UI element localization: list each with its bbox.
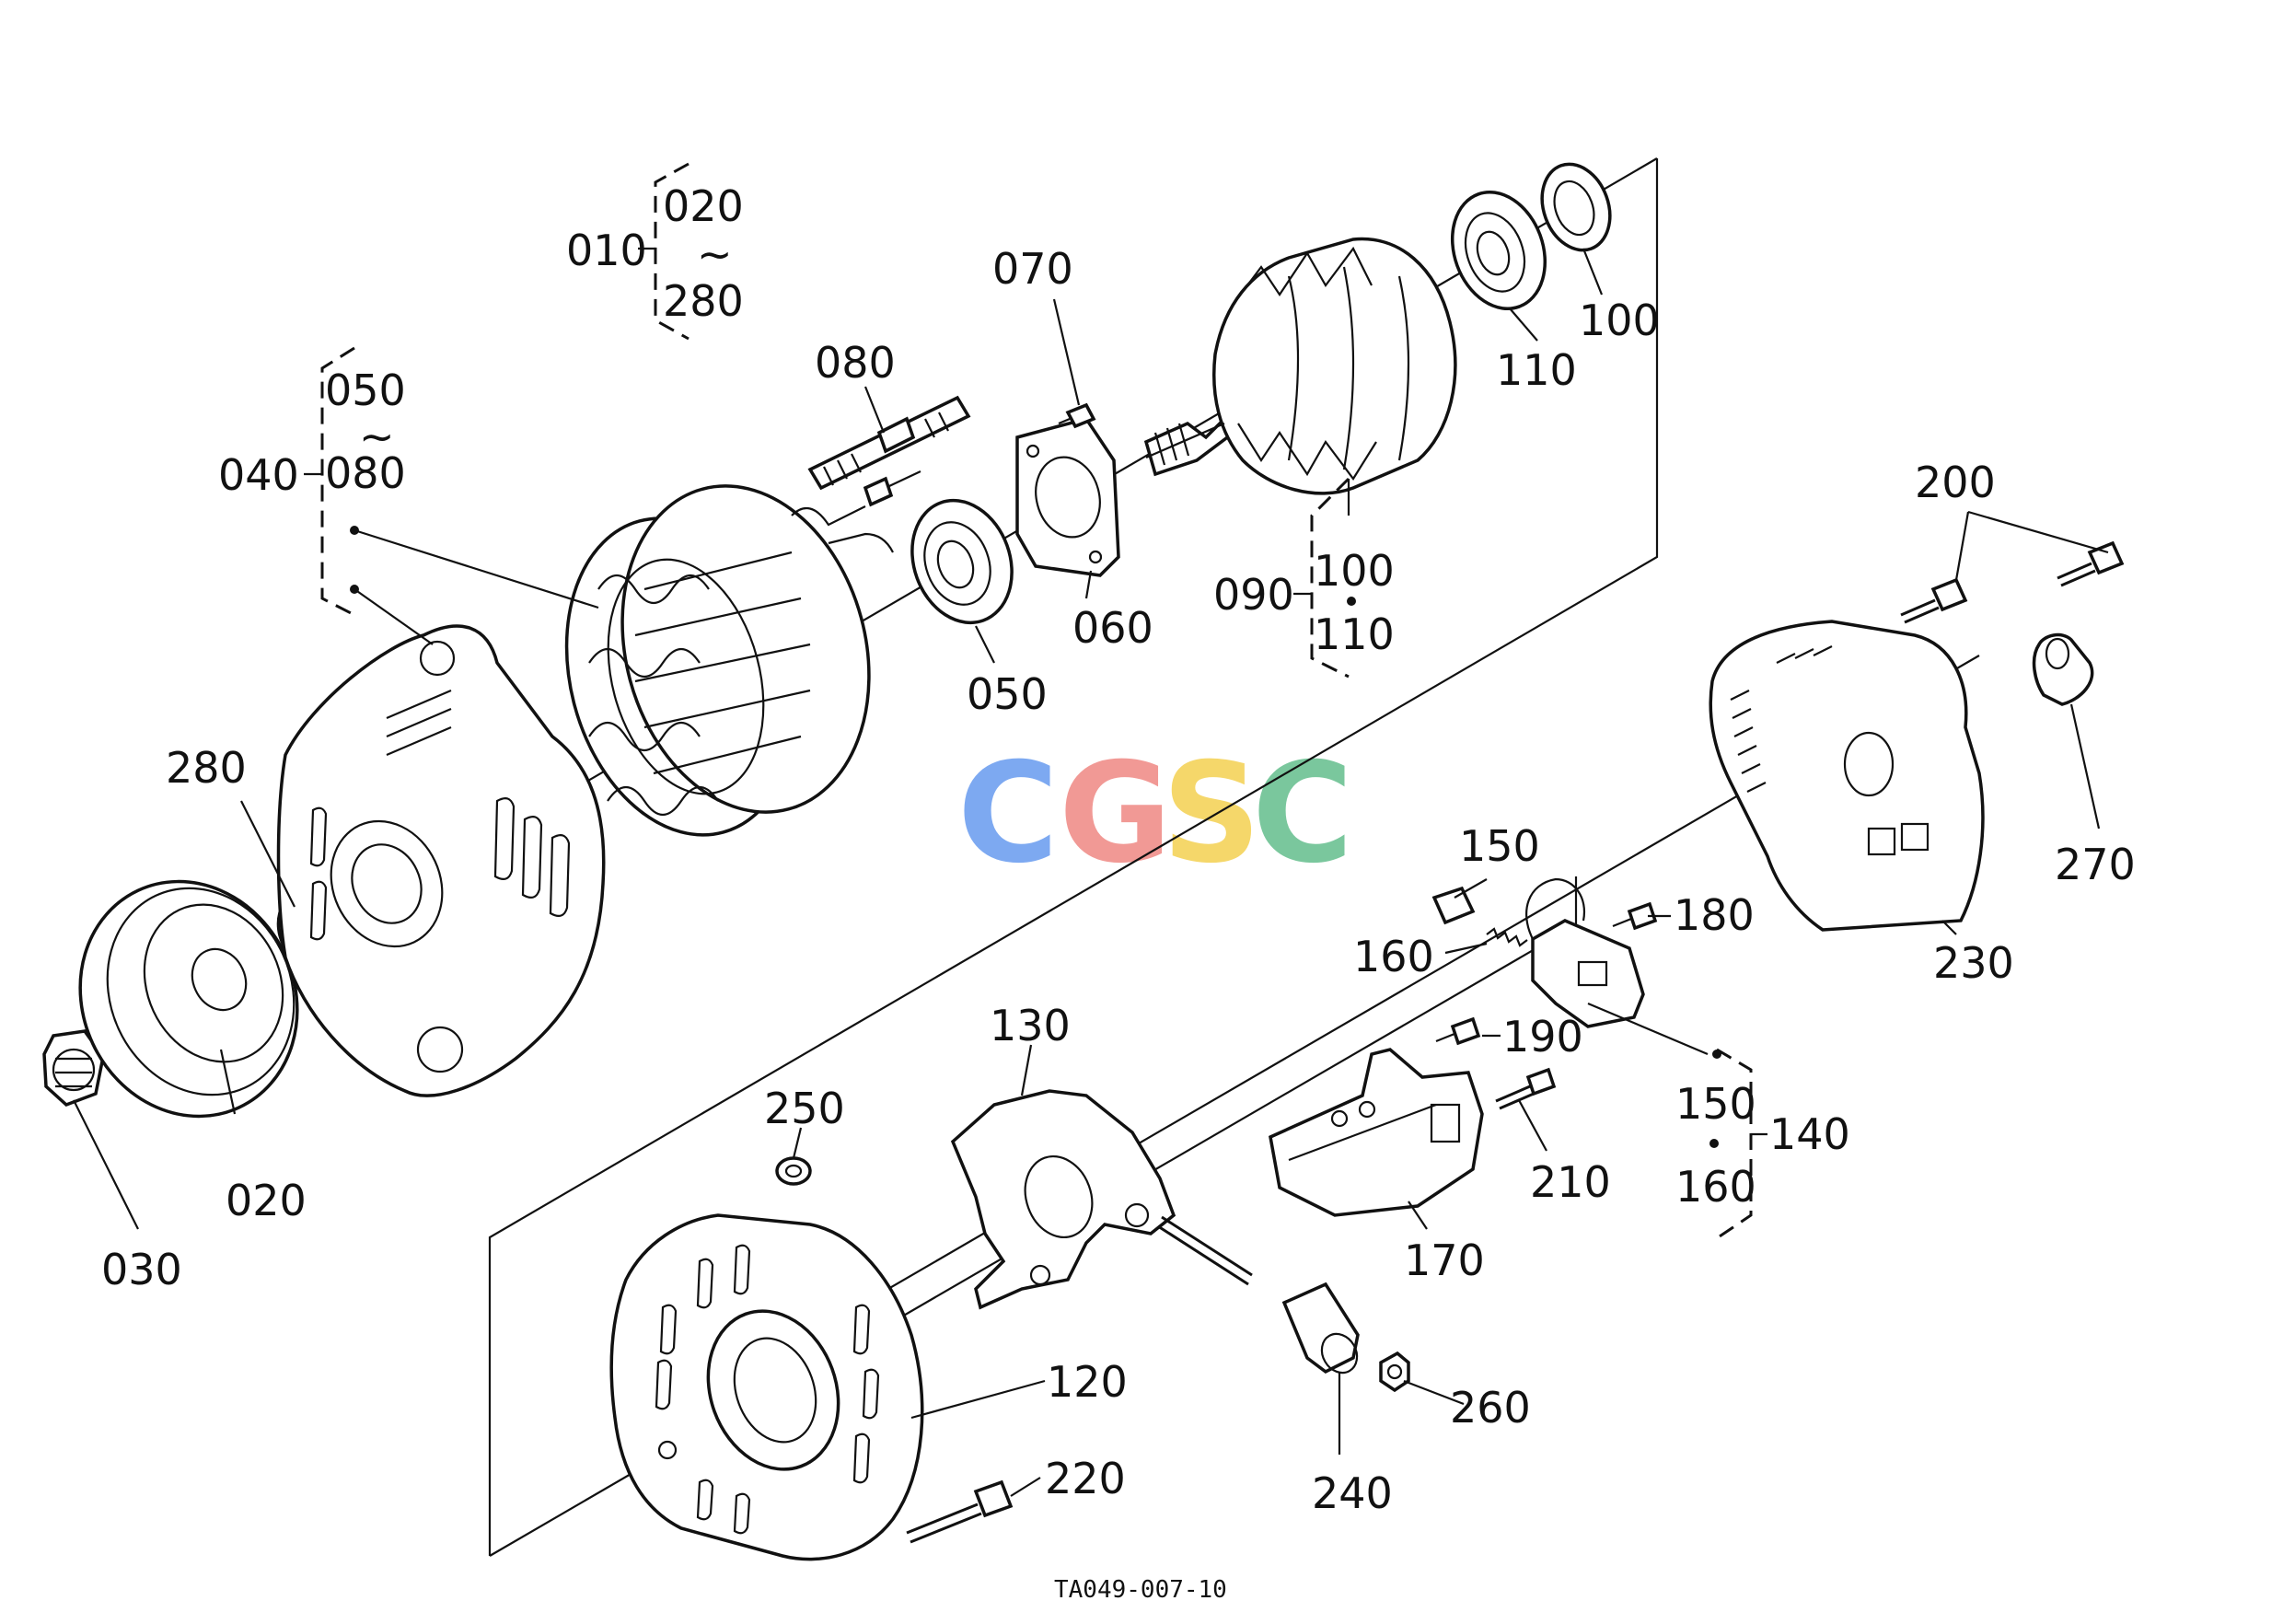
label-030: 030 (101, 1245, 182, 1294)
label-270: 270 (2055, 840, 2136, 889)
label-160: 160 (1353, 932, 1434, 981)
label-170: 170 (1404, 1235, 1485, 1285)
label-280-group: 280 (663, 276, 744, 326)
terminal-insulator (2032, 632, 2094, 706)
label-190: 190 (1502, 1012, 1583, 1061)
rectifier (1269, 1048, 1484, 1217)
range-tilde-2: ~ (359, 412, 395, 461)
label-060: 060 (1072, 603, 1153, 653)
group-brackets (304, 162, 1767, 1240)
leader-lines (73, 248, 2109, 1497)
label-050: 050 (967, 669, 1048, 719)
label-080-group: 080 (325, 448, 406, 498)
nut-260 (1379, 1351, 1410, 1393)
bearing-110 (1450, 191, 1547, 310)
label-280: 280 (166, 743, 247, 793)
label-250: 250 (764, 1084, 845, 1133)
label-260: 260 (1450, 1383, 1531, 1433)
label-020: 020 (226, 1176, 307, 1225)
label-110: 110 (1496, 345, 1577, 395)
label-220: 220 (1045, 1454, 1126, 1503)
nut-250 (775, 1156, 812, 1186)
screw-210 (1495, 1067, 1557, 1110)
label-020-group: 020 (663, 181, 744, 231)
bolt (1900, 540, 2125, 624)
label-160-group: 160 (1675, 1162, 1756, 1212)
screw-180 (1612, 901, 1658, 931)
screw (863, 470, 921, 507)
brush (1431, 886, 1476, 925)
brush-holder (1525, 877, 1645, 1028)
rear-cover (1709, 620, 1985, 932)
watermark-letter-3: S (1162, 734, 1261, 894)
label-080: 080 (815, 338, 896, 388)
label-200: 200 (1915, 458, 1996, 507)
label-040: 040 (218, 450, 299, 500)
pulley (78, 879, 299, 1119)
retainer-plate (1015, 416, 1120, 577)
label-150: 150 (1459, 821, 1540, 871)
screw-070 (1058, 402, 1096, 429)
label-100-group: 100 (1314, 546, 1395, 596)
bolt-220 (906, 1479, 1014, 1544)
stator (564, 484, 894, 837)
watermark-letter-1: C (957, 734, 1059, 894)
spring (1486, 927, 1528, 947)
label-180: 180 (1674, 890, 1755, 940)
label-070: 070 (992, 244, 1073, 294)
label-210: 210 (1530, 1157, 1611, 1207)
label-010: 010 (566, 226, 647, 275)
label-110-group: 110 (1314, 609, 1395, 659)
watermark-letter-2: G (1059, 734, 1172, 894)
label-240: 240 (1312, 1468, 1393, 1518)
insulator (1157, 1215, 1360, 1375)
bearing (910, 498, 1014, 625)
callout-labels: 010 020 ~ 280 040 050 ~ 080 080 070 060 … (101, 181, 2136, 1518)
label-090: 090 (1213, 570, 1294, 620)
rear-end-frame (609, 1213, 924, 1561)
watermark-letter-4: C (1252, 734, 1353, 894)
label-140: 140 (1769, 1109, 1850, 1159)
label-130: 130 (990, 1001, 1071, 1050)
bearing-cover (1540, 162, 1612, 252)
terminal-bolt (807, 395, 971, 491)
screw-190 (1435, 1016, 1481, 1046)
drive-end-frame (276, 624, 606, 1097)
label-150-group: 150 (1675, 1079, 1756, 1129)
label-120: 120 (1047, 1357, 1128, 1407)
rotor (1143, 237, 1457, 495)
figure-code: TA049-007-10 (1054, 1576, 1227, 1604)
range-tilde-1: ~ (697, 229, 733, 279)
label-100: 100 (1579, 296, 1660, 345)
rectifier-holder (950, 1089, 1176, 1310)
label-050-group: 050 (325, 365, 406, 415)
watermark: C G S C (957, 734, 1353, 894)
label-230: 230 (1933, 938, 2014, 988)
